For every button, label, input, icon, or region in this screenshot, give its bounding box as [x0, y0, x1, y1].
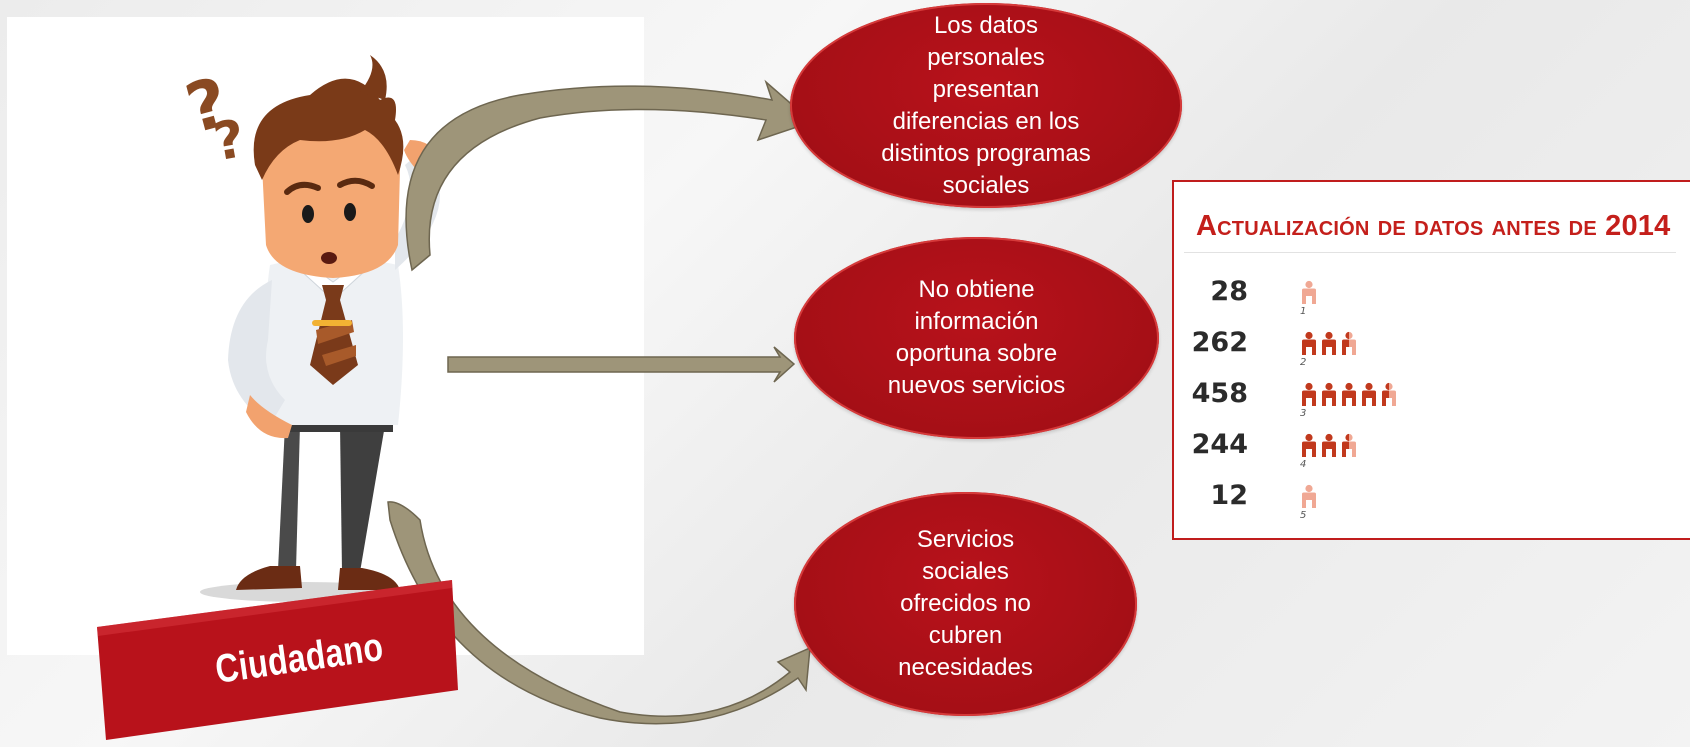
person-icons	[1300, 382, 1398, 406]
person-icon	[1302, 484, 1316, 508]
stat-index: 5	[1300, 510, 1307, 521]
person-icon	[1302, 280, 1316, 304]
stat-value: 262	[1191, 327, 1248, 358]
arrow-bottom	[387, 501, 811, 725]
bubble-line: Los datos	[933, 11, 1039, 39]
stats-row: 458 3	[1174, 378, 1674, 424]
bubble-datos-personales: Los datos personales presentan diferenci…	[790, 3, 1182, 208]
stat-value: 12	[1210, 480, 1248, 511]
bubble-line: cubren	[928, 622, 1003, 649]
person-icon	[1302, 382, 1316, 406]
arrow-middle	[447, 346, 796, 383]
bubble-line: diferencias en los	[892, 107, 1080, 135]
person-icon	[1302, 433, 1316, 457]
bubble-line: necesidades	[898, 654, 1033, 681]
stat-index: 1	[1300, 306, 1307, 317]
bubble-line: oportuna sobre	[895, 340, 1058, 367]
arrow-top	[405, 79, 814, 272]
stats-row: 262 2	[1174, 327, 1674, 373]
person-icon	[1342, 331, 1356, 355]
bubble-line: Servicios	[916, 526, 1015, 553]
stat-index: 3	[1300, 408, 1307, 419]
person-icon	[1342, 382, 1356, 406]
stats-row: 244 4	[1174, 429, 1674, 475]
bubble-line: nuevos servicios	[887, 372, 1066, 399]
stats-row: 28 1	[1174, 276, 1674, 322]
person-icons	[1300, 484, 1318, 508]
person-icon	[1302, 331, 1316, 355]
person-icon	[1322, 382, 1336, 406]
person-icon	[1382, 382, 1396, 406]
person-icon	[1342, 433, 1356, 457]
stats-title: Actualización de datos antes de 2014	[1196, 210, 1671, 242]
stat-value: 244	[1191, 429, 1248, 460]
bubble-line: sociales	[922, 558, 1009, 585]
bubble-line: personales	[927, 43, 1045, 71]
bubble-informacion-oportuna: No obtiene información oportuna sobre nu…	[794, 237, 1159, 439]
person-icons	[1300, 280, 1318, 304]
bubble-line: información	[914, 308, 1039, 335]
stat-index: 2	[1300, 357, 1307, 368]
ciudadano-banner	[97, 580, 458, 740]
bubble-servicios-sociales: Servicios sociales ofrecidos no cubren n…	[794, 492, 1137, 716]
stats-row: 12 5	[1174, 480, 1674, 526]
stat-index: 4	[1300, 459, 1307, 470]
bubble-line: ofrecidos no	[900, 590, 1031, 617]
divider	[1184, 252, 1676, 253]
person-icons	[1300, 433, 1358, 457]
bubble-line: sociales	[942, 171, 1030, 199]
person-icon	[1362, 382, 1376, 406]
bubble-line: distintos programas	[881, 139, 1091, 167]
bubble-line: presentan	[932, 75, 1040, 103]
person-icon	[1322, 433, 1336, 457]
stat-value: 28	[1210, 276, 1248, 307]
stat-value: 458	[1191, 378, 1248, 409]
person-icons	[1300, 331, 1358, 355]
stats-panel: Actualización de datos antes de 2014 28 …	[1172, 180, 1690, 540]
bubble-line: No obtiene	[918, 276, 1035, 303]
person-icon	[1322, 331, 1336, 355]
